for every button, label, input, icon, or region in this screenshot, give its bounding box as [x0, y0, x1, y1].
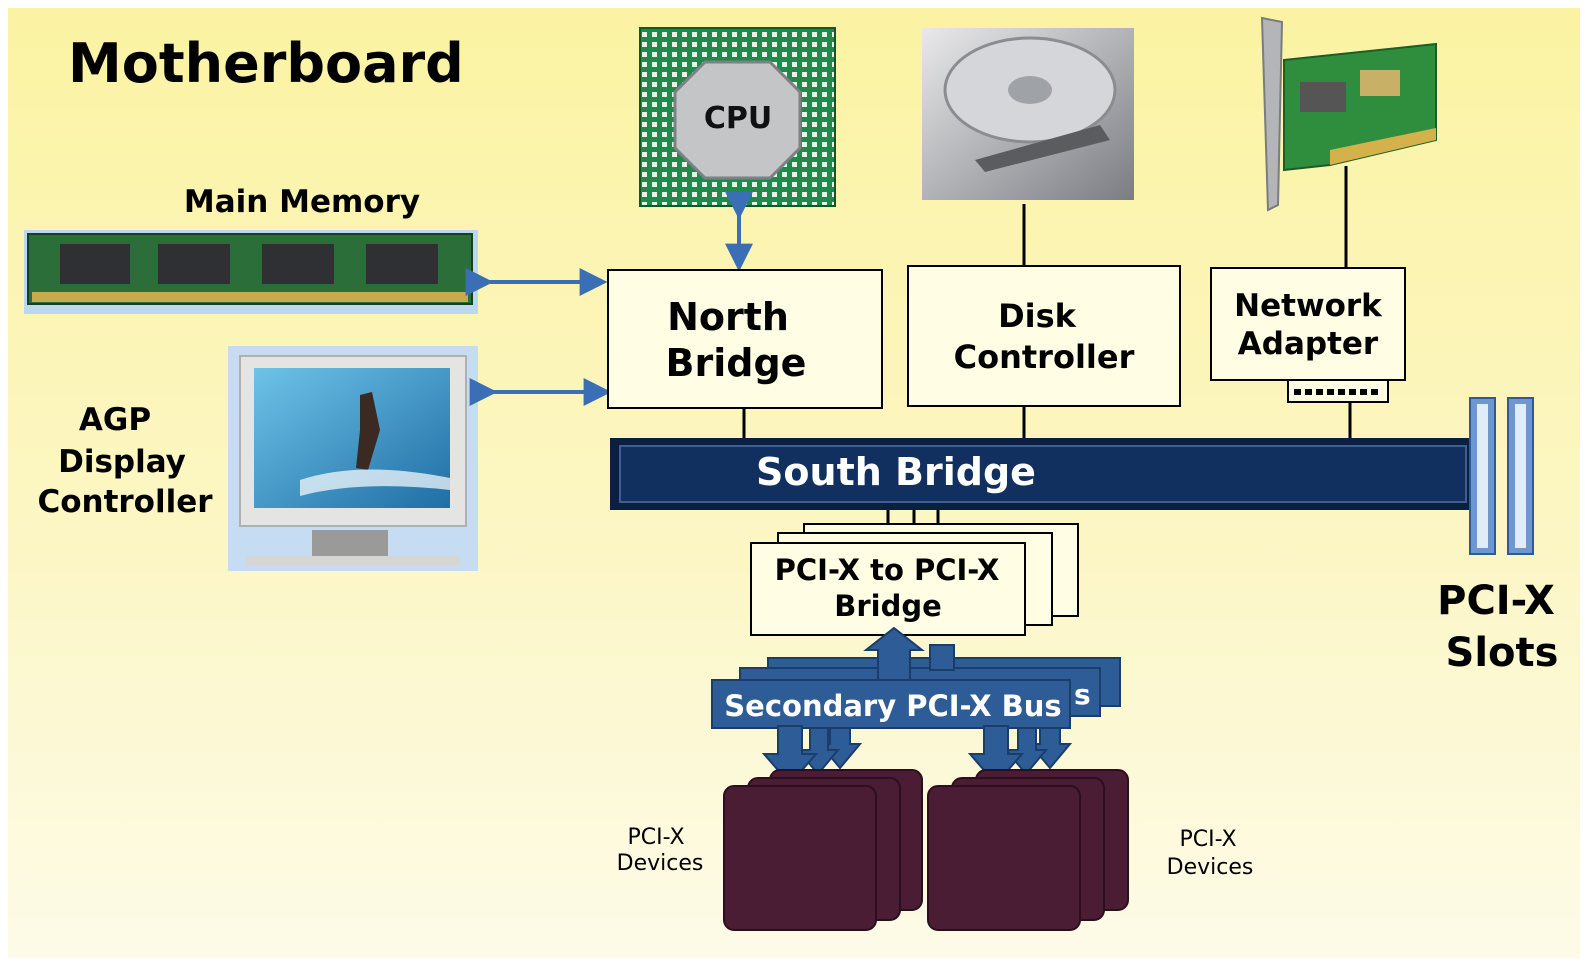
secondary-bus-stack: s Secondary PCI-X Bus [711, 626, 1121, 786]
agp-label-line-3: Controller [37, 484, 213, 520]
disk-controller-label-line-2: Controller [954, 338, 1135, 376]
north-bridge-box: North Bridge [607, 269, 883, 409]
pci-x-devices-left-label-line-1: PCI-X [627, 825, 684, 850]
agp-label-line-1: AGP [79, 402, 151, 438]
secondary-bus-label: Secondary PCI-X Bus [724, 689, 1061, 723]
memory-module-image [24, 230, 478, 314]
pci-x-devices-right-label-line-1: PCI-X [1179, 827, 1236, 852]
pci-x-slots-label-line-1: PCI-X [1437, 578, 1555, 624]
network-adapter-label-line-1: Network [1234, 288, 1383, 324]
pci-x-bridge-label-line-2: Bridge [834, 589, 942, 623]
pci-x-slots-image [1469, 397, 1534, 555]
pci-x-devices-left-stack [723, 769, 923, 931]
disk-controller-label-line-1: Disk [998, 297, 1077, 335]
pci-x-bridge-stack: PCI-X to PCI-X Bridge [750, 523, 1079, 636]
pci-x-devices-right-stack [927, 769, 1129, 931]
monitor-image [228, 346, 478, 571]
pci-x-devices-right-label-line-2: Devices [1167, 855, 1254, 880]
south-bridge-bar: South Bridge [610, 438, 1474, 510]
main-memory-label: Main Memory [184, 184, 420, 220]
pci-x-bridge-label-line-1: PCI-X to PCI-X [775, 553, 1000, 587]
secondary-bus-shadow-text: s [1074, 678, 1091, 711]
network-adapter-label-line-2: Adapter [1238, 326, 1379, 362]
north-bridge-label-line-1: North [667, 295, 789, 339]
cpu-label: CPU [704, 101, 772, 136]
disk-controller-box: Disk Controller [907, 265, 1181, 407]
north-bridge-label-line-2: Bridge [666, 341, 807, 385]
pci-x-slots-label-line-2: Slots [1446, 630, 1559, 676]
diagram-title: Motherboard [68, 32, 464, 95]
network-card-image [1260, 16, 1437, 212]
agp-label-line-2: Display [58, 444, 186, 480]
cpu-chip: CPU [639, 27, 836, 207]
network-adapter-box: Network Adapter [1210, 267, 1406, 403]
pci-x-devices-left-label-line-2: Devices [617, 851, 704, 876]
hard-disk-image [922, 28, 1134, 200]
south-bridge-label: South Bridge [756, 450, 1036, 494]
